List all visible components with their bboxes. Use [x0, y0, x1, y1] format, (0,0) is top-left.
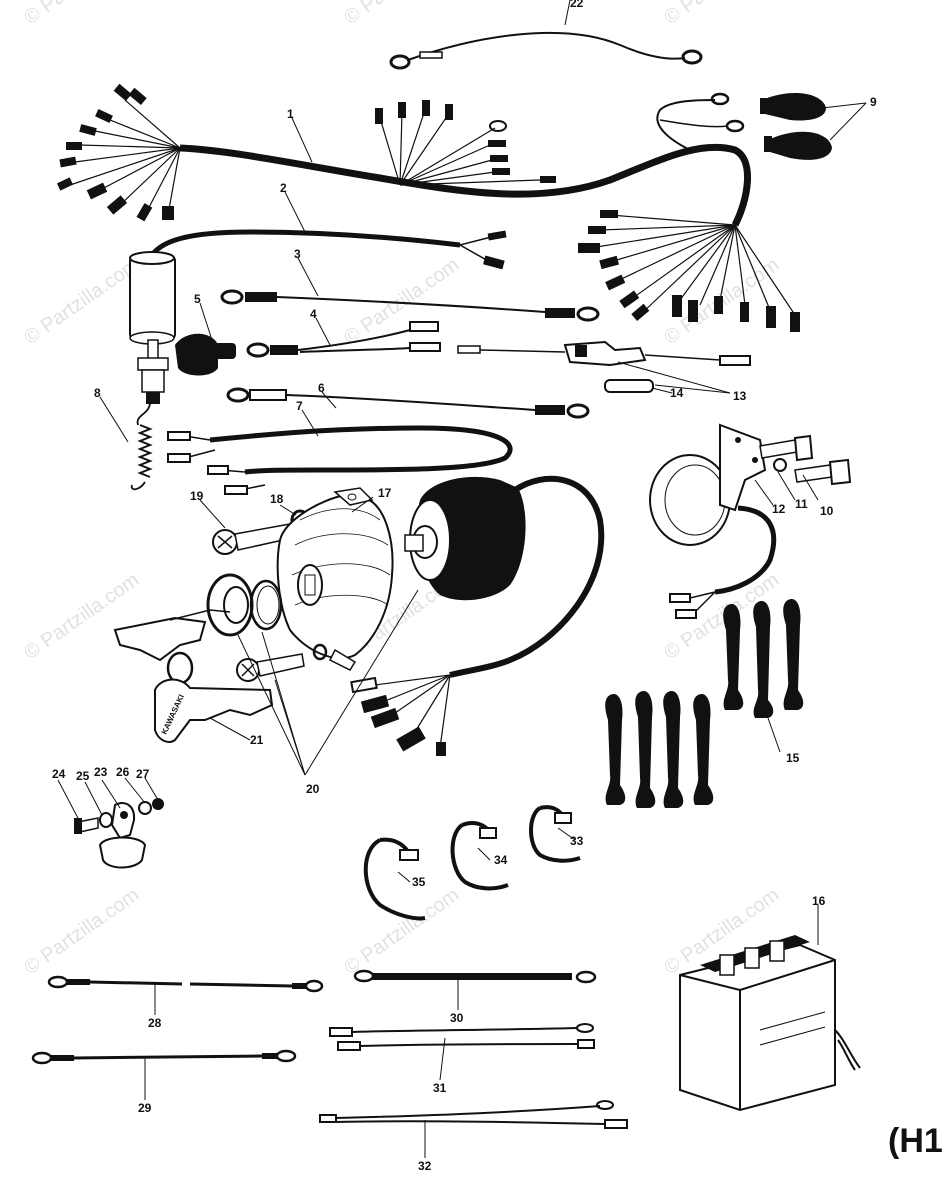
- watermark: © Partzilla.com: [660, 0, 783, 29]
- part-11-bolt: [759, 434, 814, 472]
- part-20-screw: [236, 653, 305, 682]
- callout-27: 27: [136, 767, 150, 781]
- part-4-lead: [246, 321, 441, 358]
- part-31-twin-lead: [329, 1023, 595, 1051]
- watermark: © Partzilla.com: [340, 884, 463, 979]
- part-35-strap: [363, 837, 426, 921]
- callout-4: 4: [310, 307, 317, 321]
- part-19-screw: [212, 523, 293, 555]
- callout-16: 16: [812, 894, 826, 908]
- part-16-battery: [679, 935, 861, 1112]
- callout-14: 14: [670, 386, 684, 400]
- watermark: © Partzilla.com: [340, 0, 463, 29]
- part-33-strap: [529, 805, 581, 863]
- watermark: © Partzilla.com: [20, 884, 143, 979]
- callouts: 1 2 3 4 5 6 7 8 9 10 11 12 13 14 15 16 1…: [52, 0, 877, 1173]
- callout-9: 9: [870, 95, 877, 109]
- part-9-terminal-caps: [760, 93, 832, 160]
- callout-17: 17: [378, 486, 392, 500]
- callout-13: 13: [733, 389, 747, 403]
- part-13-fuse-holder: [457, 340, 751, 367]
- part-2-capacitor-lead: [147, 229, 507, 270]
- callout-29: 29: [138, 1101, 152, 1115]
- part-14-fuse: [604, 379, 654, 393]
- callout-1: 1: [287, 107, 294, 121]
- callout-3: 3: [294, 247, 301, 261]
- part-7-lead: [167, 425, 513, 495]
- callout-2: 2: [280, 181, 287, 195]
- part-capacitor: [129, 251, 176, 404]
- callout-11: 11: [795, 497, 808, 511]
- callout-32: 32: [418, 1159, 432, 1173]
- callout-33: 33: [570, 834, 584, 848]
- watermark: © Partzilla.com: [20, 0, 143, 29]
- callout-10: 10: [820, 504, 834, 518]
- part-29-cable: [31, 1049, 297, 1065]
- callout-35: 35: [412, 875, 426, 889]
- callout-26: 26: [116, 765, 130, 779]
- callout-5: 5: [194, 292, 201, 306]
- part-24-27-bracket: [74, 798, 164, 869]
- part-switch-body: [350, 475, 605, 756]
- part-22-ground-lead: [389, 31, 703, 70]
- part-1-main-harness: [56, 83, 800, 332]
- callout-7: 7: [296, 399, 303, 413]
- callout-24: 24: [52, 767, 66, 781]
- part-12-horn: [649, 423, 777, 619]
- callout-31: 31: [433, 1081, 447, 1095]
- callout-12: 12: [772, 502, 786, 516]
- part-28-cable: [47, 975, 324, 993]
- part-20-lock-ring: [206, 573, 328, 661]
- part-32-twin-lead: [319, 1100, 628, 1129]
- callout-19: 19: [190, 489, 204, 503]
- part-15-wire-clips: [605, 599, 804, 808]
- part-8-spring: [130, 403, 153, 491]
- part-21-key: KAWASAKI: [113, 609, 274, 743]
- callout-15: 15: [786, 751, 800, 765]
- watermark: © Partzilla.com: [20, 254, 143, 349]
- callout-21: 21: [250, 733, 264, 747]
- diagram-code: (H1: [888, 1122, 943, 1160]
- part-34-strap: [450, 821, 509, 891]
- part-10-bolt: [794, 458, 852, 486]
- part-17-switch-housing: [276, 487, 394, 671]
- callout-18: 18: [270, 492, 284, 506]
- callout-20: 20: [306, 782, 320, 796]
- part-6-lead: [226, 387, 590, 419]
- callout-25: 25: [76, 769, 90, 783]
- part-30-cable: [353, 969, 597, 984]
- watermark: © Partzilla.com: [20, 569, 143, 664]
- callout-30: 30: [450, 1011, 464, 1025]
- part-3-lead: [220, 289, 600, 322]
- callout-22: 22: [570, 0, 584, 10]
- callout-34: 34: [494, 853, 508, 867]
- callout-28: 28: [148, 1016, 162, 1030]
- leader-lines: [57, 0, 867, 1158]
- callout-6: 6: [318, 381, 325, 395]
- part-5-cap: [175, 333, 236, 376]
- callout-8: 8: [94, 386, 101, 400]
- callout-23: 23: [94, 765, 108, 779]
